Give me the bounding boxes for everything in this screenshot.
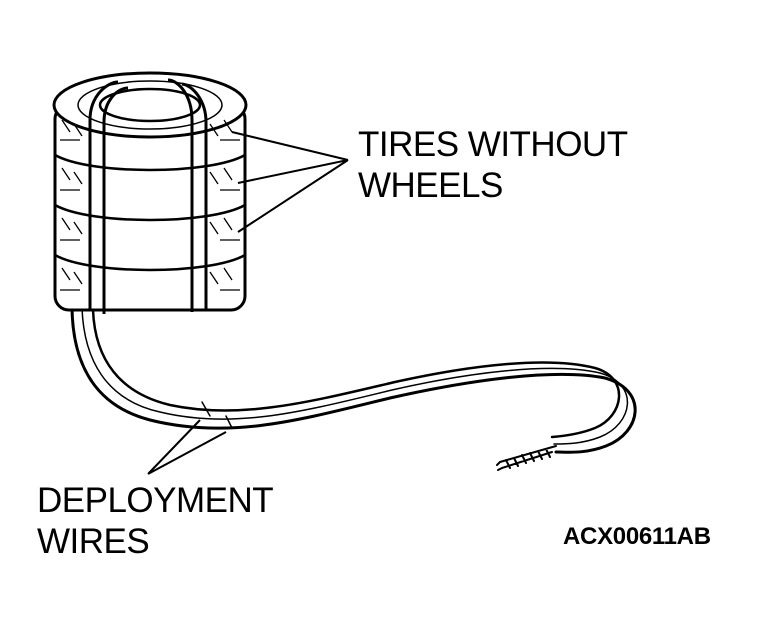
wire-inner-edge	[91, 308, 621, 439]
tire-separation-lines	[54, 153, 246, 272]
figure-id: ACX00611AB	[563, 523, 711, 550]
deployment-wires-drawing	[70, 303, 637, 471]
tire-tread-pattern	[60, 119, 240, 291]
wire-splice	[201, 401, 233, 429]
wires-leader-lines	[147, 419, 227, 475]
tire-top-inner	[98, 87, 202, 123]
twisted-wire-end	[496, 445, 557, 471]
tires-leader-lines	[231, 131, 349, 233]
tie-strap-right	[167, 78, 208, 312]
tires-label-line2: WHEELS	[358, 166, 503, 205]
wires-label-line1: DEPLOYMENT	[37, 481, 274, 520]
tire-stack-drawing	[52, 71, 248, 314]
tires-label-line1: TIRES WITHOUT	[358, 125, 628, 164]
tie-strap-left	[88, 80, 129, 314]
tire-top-rim	[77, 80, 223, 130]
wires-label-line2: WIRES	[37, 522, 150, 561]
tires-label: TIRES WITHOUT WHEELS	[358, 124, 628, 206]
wires-label: DEPLOYMENT WIRES	[37, 480, 274, 562]
wire-center-line	[81, 307, 629, 445]
leader-lines	[147, 131, 349, 475]
wire-outer-edge	[70, 303, 637, 454]
